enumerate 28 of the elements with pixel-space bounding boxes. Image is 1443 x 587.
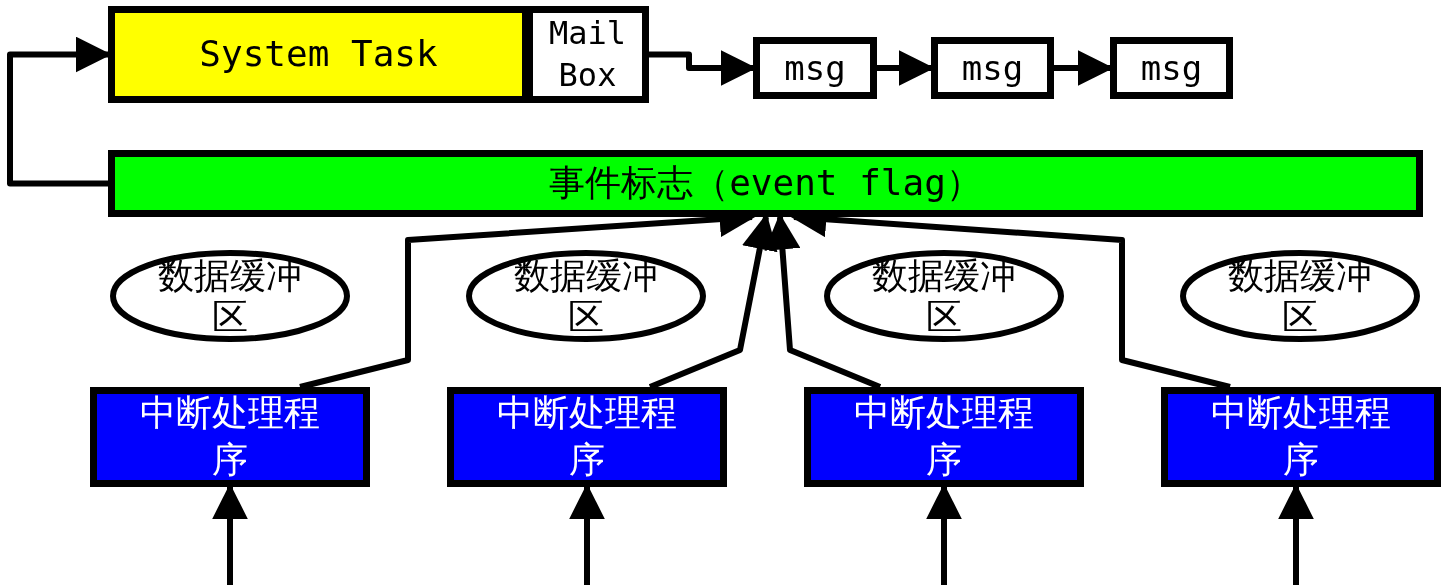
interrupt-handler-box (804, 387, 1084, 487)
buffer-ellipse (1180, 250, 1420, 342)
buffer-ellipse (466, 250, 706, 342)
node-label: msg (1140, 46, 1203, 90)
message-box (1110, 37, 1233, 99)
node-label: 数据缓冲区 (871, 254, 1017, 338)
task-box (108, 6, 529, 103)
message-box (931, 37, 1054, 99)
buffer-ellipse (110, 250, 350, 342)
interrupt-handler-box (90, 387, 370, 487)
node-label: msg (784, 46, 846, 90)
node-label: 数据缓冲区 (157, 254, 303, 338)
node-label: 中断处理程序 (496, 391, 678, 482)
mailbox-box (526, 6, 649, 103)
node-label: 中断处理程序 (853, 391, 1035, 482)
node-label: 数据缓冲区 (1227, 254, 1373, 338)
node-label: 数据缓冲区 (513, 254, 659, 338)
node-label: System Task (199, 32, 438, 77)
node-label: 中断处理程序 (1210, 391, 1392, 482)
buffer-ellipse (824, 250, 1064, 342)
node-label: 中断处理程序 (139, 391, 321, 482)
event-flag-bar (108, 150, 1423, 217)
node-label: 事件标志（event flag） (549, 161, 982, 206)
interrupt-handler-box (447, 387, 727, 487)
node-label: msg (961, 46, 1024, 90)
node-label: Mail Box (547, 12, 628, 96)
interrupt-handler-box (1161, 387, 1441, 487)
message-box (753, 37, 877, 99)
